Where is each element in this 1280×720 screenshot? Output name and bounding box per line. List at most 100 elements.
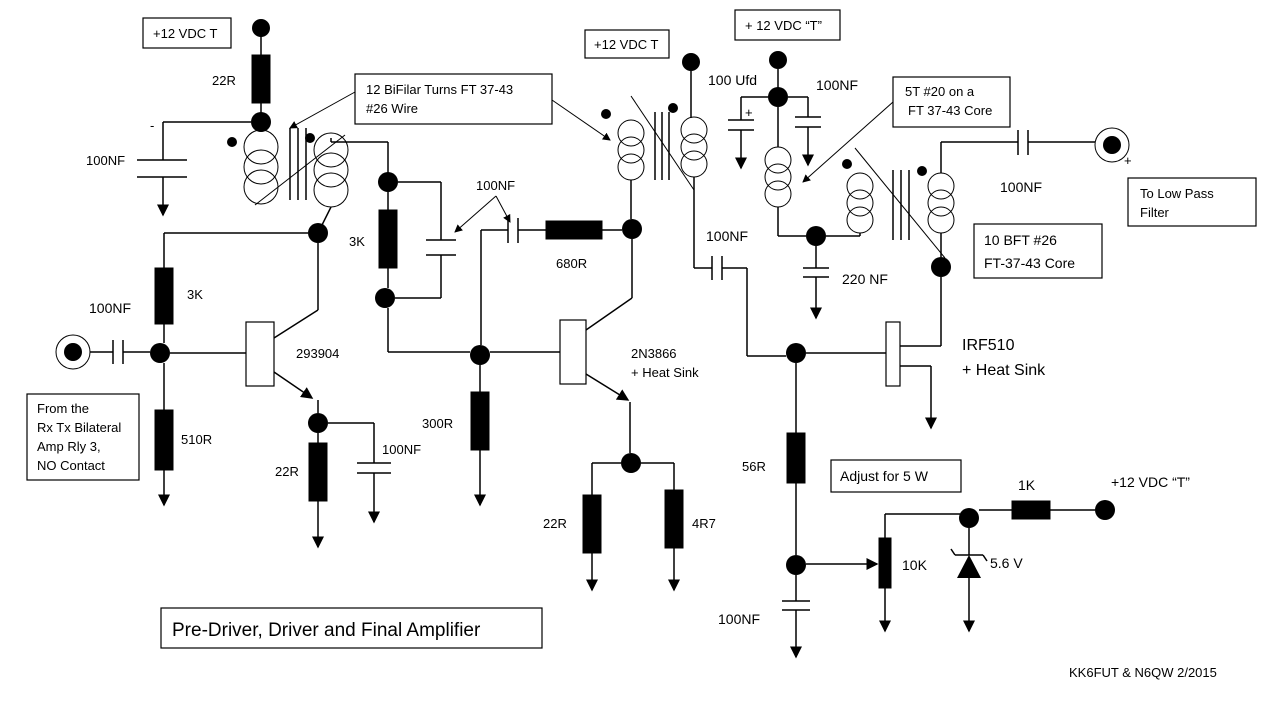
resistor-300r	[470, 391, 490, 451]
bifilar-transformer-driver	[601, 95, 708, 191]
transistor-q3	[885, 321, 901, 387]
predriver-supply-box	[142, 17, 232, 49]
zener-diode	[957, 555, 981, 578]
potentiometer-10k-label: 10K	[902, 557, 928, 573]
final-supply-box	[734, 9, 841, 41]
resistor-1k-label: 1K	[1018, 477, 1036, 493]
capacitor-100nf-output-label: 100NF	[1000, 179, 1042, 195]
bifilar-note-line1: 12 BiFilar Turns FT 37-43	[366, 82, 513, 97]
resistor-680r	[545, 220, 603, 240]
capacitor-100nf-emitter-label: 100NF	[382, 442, 421, 457]
output-transformer	[764, 146, 955, 259]
bifilar-note-line2: #26 Wire	[366, 101, 418, 116]
capacitor-100nf-topleft-label: 100NF	[86, 153, 125, 168]
capacitor-100nf-coupling-label: 100NF	[476, 178, 515, 193]
bifilar-transformer-left	[227, 128, 349, 208]
bias-node	[786, 555, 806, 575]
resistor-22r-driver	[582, 494, 602, 554]
feedback-bottom-node	[375, 288, 395, 308]
driver-supply-box	[584, 29, 670, 59]
final-gate-node	[786, 343, 806, 363]
bft-note-box	[973, 223, 1103, 279]
resistor-4r7	[664, 489, 684, 549]
final-section: 100NF + 12 VDC “T” 100 Ufd 100NF +	[694, 9, 1257, 659]
driver-base-node	[470, 345, 490, 365]
predriver-supply-label: +12 VDC T	[153, 26, 217, 41]
predriver-collector-node	[308, 223, 328, 243]
resistor-3k-base	[154, 267, 174, 325]
capacitor-220nf-label: 220 NF	[842, 271, 888, 287]
driver-emitter-node	[621, 453, 641, 473]
resistor-300r-label: 300R	[422, 416, 453, 431]
bifilar-note-box	[354, 73, 553, 125]
predriver-section: +12 VDC T 22R - 100NF	[26, 17, 611, 549]
predriver-base-node	[150, 343, 170, 363]
driver-supply-node	[682, 53, 700, 71]
output-connector	[1094, 127, 1130, 163]
resistor-22r-top	[251, 54, 271, 104]
potentiometer-10k	[878, 537, 892, 589]
resistor-510r-label: 510R	[181, 432, 212, 447]
driver-collector-node	[622, 219, 642, 239]
resistor-3k-feedback-label: 3K	[349, 234, 365, 249]
resistor-22r-emitter-label: 22R	[275, 464, 299, 479]
resistor-22r-top-label: 22R	[212, 73, 236, 88]
final-drain-node	[931, 257, 951, 277]
low-pass-note-line1: To Low Pass	[1140, 186, 1214, 201]
predriver-xfmr-node	[251, 112, 271, 132]
adjust-note-box	[830, 459, 962, 493]
driver-section: 3K 100NF 680R 300R 2N3866 + Heat Sink	[349, 29, 716, 592]
resistor-510r	[154, 409, 174, 471]
bft-note-line1: 10 BFT #26	[984, 232, 1057, 248]
capacitor-100ufd-label: 100 Ufd	[708, 72, 757, 88]
input-note-line3: Amp Rly 3,	[37, 439, 101, 454]
electrolytic-plus-mark: +	[745, 105, 753, 120]
title-box	[160, 607, 543, 649]
capacitor-100nf-gate-label: 100NF	[706, 228, 748, 244]
low-pass-note-box	[1127, 177, 1257, 227]
diagram-title: Pre-Driver, Driver and Final Amplifier	[172, 620, 481, 641]
feedback-top-node	[378, 172, 398, 192]
low-pass-note-line2: Filter	[1140, 205, 1170, 220]
transistor-q1	[245, 321, 275, 387]
topleft-minus-mark: -	[150, 118, 154, 133]
final-supply-node	[769, 51, 787, 69]
transistor-q3-label: IRF510	[962, 337, 1015, 354]
transistor-q1-label: 293904	[296, 346, 339, 361]
transistor-q2-note: + Heat Sink	[631, 365, 699, 380]
credit-text: KK6FUT & N6QW 2/2015	[1069, 665, 1217, 680]
capacitor-100nf-bottom-label: 100NF	[718, 611, 760, 627]
resistor-4r7-label: 4R7	[692, 516, 716, 531]
transistor-q2	[559, 319, 587, 385]
adjust-note: Adjust for 5 W	[840, 468, 929, 484]
bft-note-line2: FT-37-43 Core	[984, 255, 1075, 271]
capacitor-100nf-final-top-label: 100NF	[816, 77, 858, 93]
input-note-line1: From the	[37, 401, 89, 416]
bias-supply-label: +12 VDC “T”	[1111, 474, 1190, 490]
transistor-q2-label: 2N3866	[631, 346, 677, 361]
bias-supply-node	[1095, 500, 1115, 520]
final-220nf-node	[806, 226, 826, 246]
resistor-3k-feedback	[378, 209, 398, 269]
zener-label: 5.6 V	[990, 555, 1023, 571]
transistor-q3-note: + Heat Sink	[962, 362, 1046, 379]
final-decoupling-node	[768, 87, 788, 107]
predriver-emitter-node	[308, 413, 328, 433]
output-xfmr-note-line1: 5T #20 on a	[905, 84, 975, 99]
output-plus-mark: +	[1124, 153, 1132, 168]
resistor-22r-driver-label: 22R	[543, 516, 567, 531]
input-note-box	[26, 393, 140, 481]
final-supply-label: + 12 VDC “T”	[745, 18, 822, 33]
driver-supply-label: +12 VDC T	[594, 37, 658, 52]
resistor-22r-emitter	[308, 442, 328, 502]
output-xfmr-note-line2: FT 37-43 Core	[908, 103, 992, 118]
resistor-3k-base-label: 3K	[187, 287, 203, 302]
resistor-56r	[786, 432, 806, 484]
input-note-line4: NO Contact	[37, 458, 105, 473]
resistor-680r-label: 680R	[556, 256, 587, 271]
resistor-1k	[1011, 500, 1051, 520]
input-note-line2: Rx Tx Bilateral	[37, 420, 121, 435]
zener-node	[959, 508, 979, 528]
resistor-56r-label: 56R	[742, 459, 766, 474]
